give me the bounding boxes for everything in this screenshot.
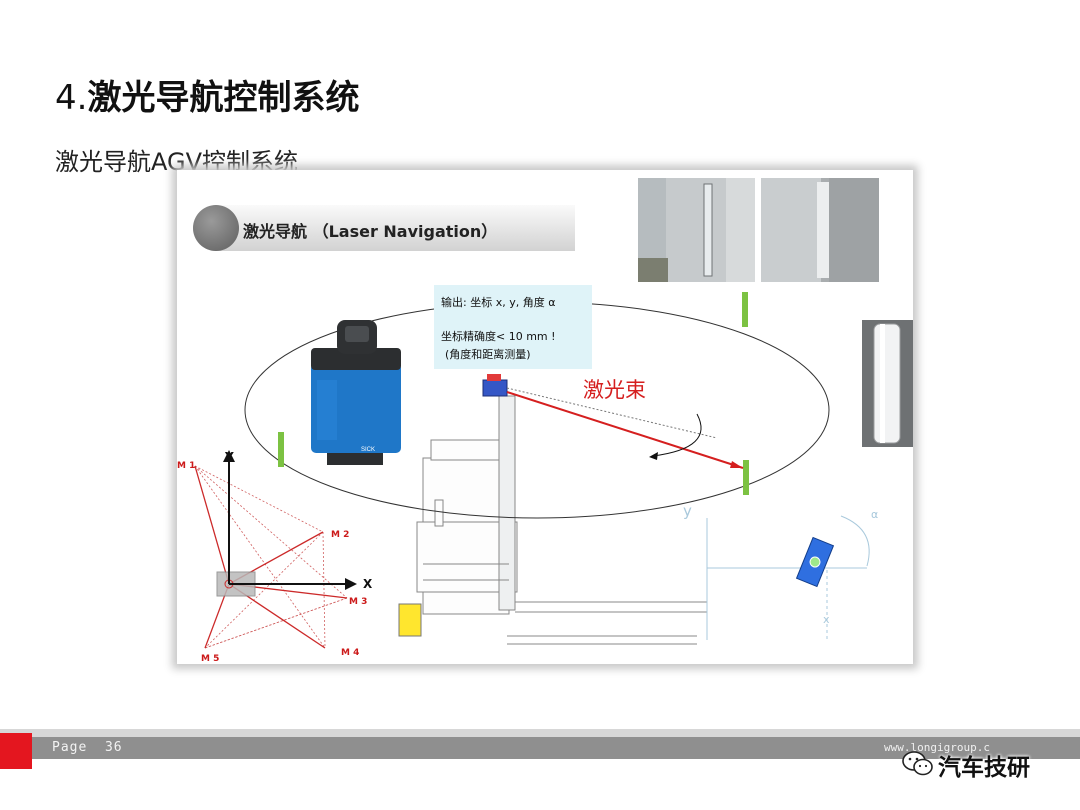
forklift-drawing xyxy=(398,395,707,645)
info-output: 输出: 坐标 x, y, 角度 α xyxy=(441,296,556,309)
figure-banner xyxy=(193,205,575,251)
slide-title: 4.激光导航控制系统 xyxy=(55,70,359,119)
title-text: 激光导航控制系统 xyxy=(87,78,360,118)
faint-coordinate-sketch xyxy=(706,515,870,640)
info-precision: 坐标精确度< 10 mm ! xyxy=(441,330,556,343)
reflector-photo-1 xyxy=(638,178,755,282)
sick-scanner-icon xyxy=(311,320,401,465)
reflector-photo-3 xyxy=(862,320,913,447)
faint-alpha-label: α xyxy=(871,508,879,521)
scanner-brand: SICK xyxy=(361,447,375,453)
info-note: (角度和距离测量) xyxy=(445,348,531,361)
axis-x-label: X xyxy=(363,577,373,591)
laser-beam xyxy=(506,391,744,469)
footer-accent xyxy=(0,733,32,769)
rotation-arrow xyxy=(652,413,702,457)
vehicle-icon xyxy=(795,536,835,588)
marker-m1-label: M 1 xyxy=(177,461,196,471)
footer-url: www.longigroup.c xyxy=(884,741,990,754)
reflector-right xyxy=(743,460,749,495)
laser-navigation-figure: 激光导航 （Laser Navigation） xyxy=(177,170,913,664)
page-indicator: Page 36 xyxy=(52,740,123,755)
reflector-photo-2 xyxy=(761,178,879,282)
mounted-scanner xyxy=(482,379,508,397)
marker-m2-label: M 2 xyxy=(331,530,350,540)
banner-bullet-icon xyxy=(193,205,239,251)
watermark-text: 汽车技研 xyxy=(938,755,1030,781)
marker-m4-label: M 4 xyxy=(341,648,360,658)
footer-bar xyxy=(32,737,1080,759)
page-label: Page xyxy=(52,740,88,755)
faint-y-label: y xyxy=(683,502,692,520)
banner-title: 激光导航 （Laser Navigation） xyxy=(243,222,498,241)
wechat-icon xyxy=(902,751,933,776)
reflector-top-right xyxy=(742,292,748,327)
diagram-drawing: SICK xyxy=(194,292,870,649)
reflector-left xyxy=(278,432,284,467)
laser-beam-label: 激光束 xyxy=(583,378,646,402)
triangulation-diagram xyxy=(194,450,357,649)
title-number: 4. xyxy=(55,78,88,118)
output-info-box xyxy=(434,285,592,369)
faint-x-label: x xyxy=(823,613,830,626)
marker-m5-label: M 5 xyxy=(201,654,220,664)
axis-y-label: Y xyxy=(225,450,234,464)
footer-strip xyxy=(0,729,1080,737)
marker-m3-label: M 3 xyxy=(349,597,368,607)
page-number: 36 xyxy=(104,740,123,755)
